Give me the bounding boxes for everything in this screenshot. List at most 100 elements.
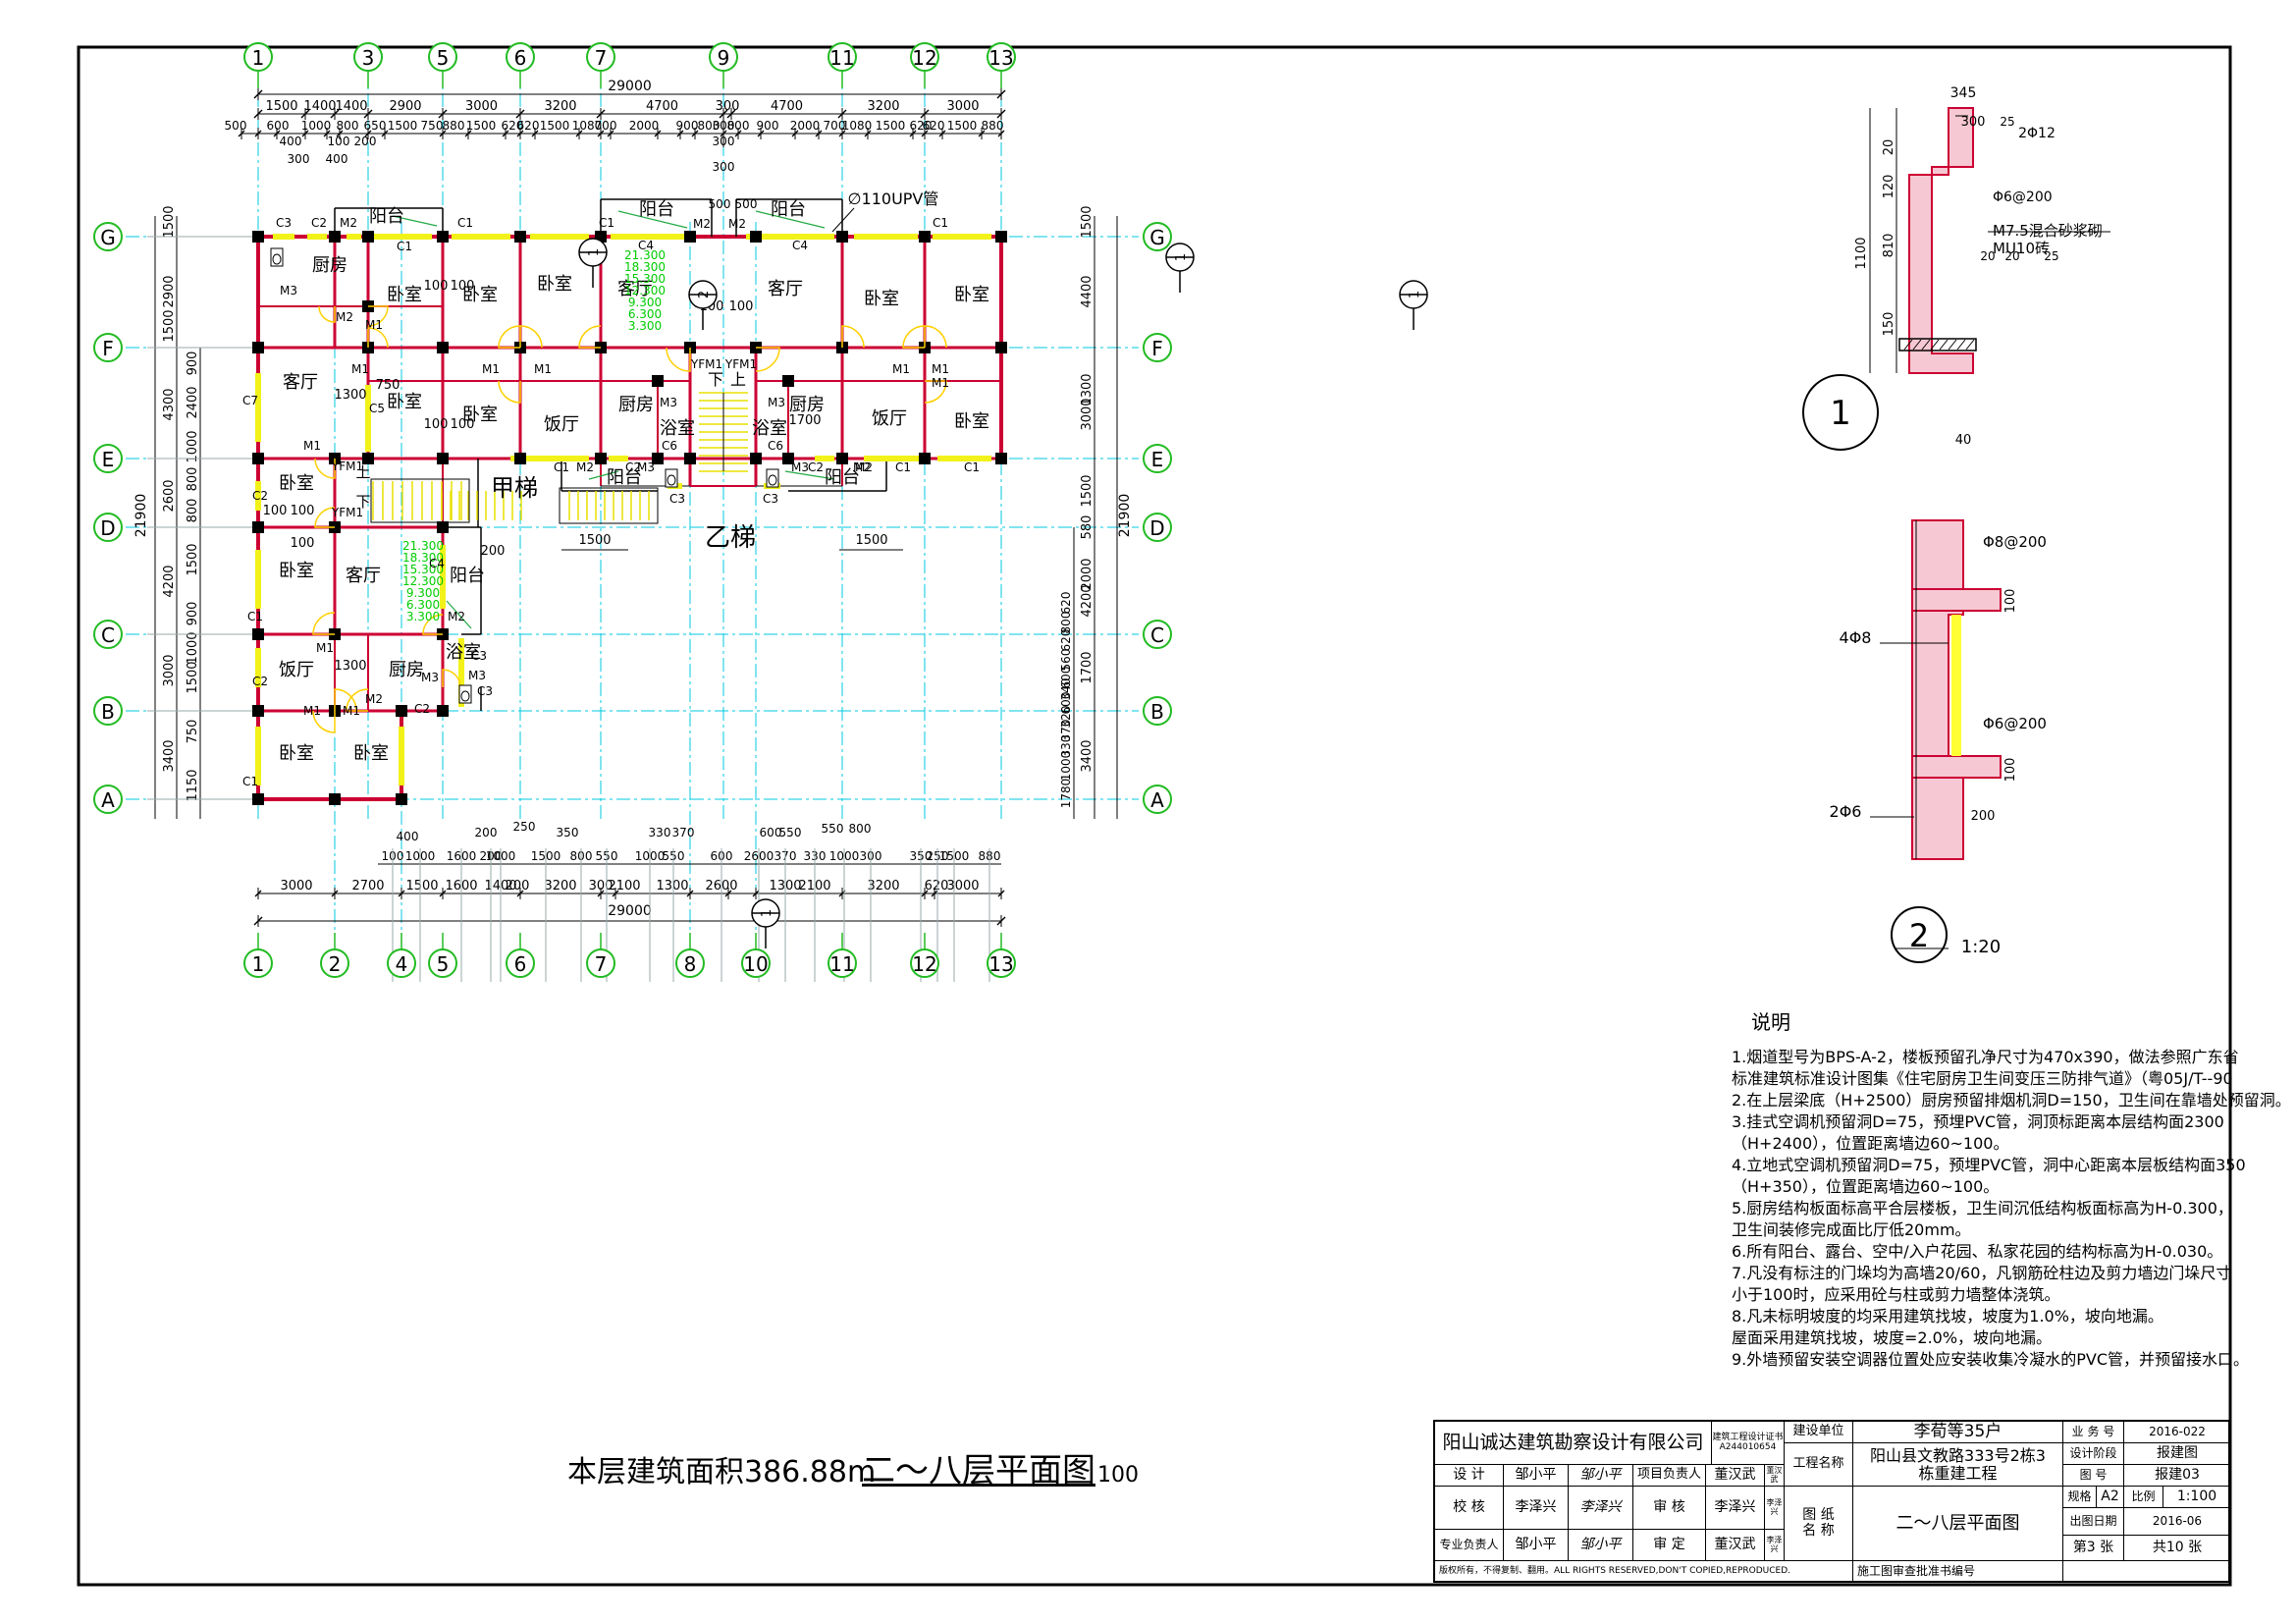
checker-name: 李泽兴 — [1504, 1487, 1569, 1530]
pipe-label: ∅110UPV管 — [848, 189, 939, 208]
approver-label: 审 定 — [1633, 1530, 1706, 1561]
dimension-text-top: 2000 — [629, 119, 660, 133]
toilet — [270, 247, 284, 267]
toilet-bowl — [460, 690, 470, 702]
dimension-slash — [502, 130, 509, 137]
dimension-text-left: 1500 — [186, 661, 200, 693]
detail-note: MU10砖 — [1993, 240, 2050, 257]
detail-dim: 20 — [1980, 249, 1995, 263]
opening-mark: YFM1 — [331, 506, 363, 519]
room-label: 阳台 — [771, 199, 806, 220]
dimension-text-bottom: 200 — [475, 826, 498, 839]
dimension-text-bottom: 1500 — [405, 879, 438, 893]
dimension-text-top: 650 — [364, 119, 387, 133]
dimension-slash — [752, 890, 760, 897]
interior-dimension: 100 — [424, 417, 449, 432]
info-label-number: 图 号 — [2063, 1465, 2124, 1487]
opening-mark: M2 — [336, 310, 353, 324]
note-line: 4.立地式空调机预留洞D=75，预埋PVC管，洞中心距离本层板结构面350 — [1732, 1156, 2246, 1174]
interior-dimension: 100 — [451, 417, 475, 432]
elevation-text: 21.300 — [624, 248, 666, 262]
elevation-text: 18.300 — [402, 551, 444, 565]
door-swing — [422, 614, 444, 635]
dimension-text-top: 750 — [421, 119, 444, 133]
opening-mark: C6 — [662, 439, 677, 453]
opening-mark: C3 — [471, 649, 487, 663]
axis-number-top: 6 — [514, 46, 527, 70]
project-name: 阳山县文教路333号2栋3栋重建工程 — [1853, 1443, 2063, 1487]
dimension-text-bottom: 2700 — [351, 879, 384, 893]
dimension-row-top: 300 — [716, 99, 740, 114]
dimension-slash — [996, 109, 1006, 119]
dimension-text-bottom: 330 — [649, 826, 671, 839]
structural-column — [836, 453, 848, 464]
dimension-slash — [791, 130, 799, 137]
door-swing — [442, 669, 461, 688]
project-label: 工程名称 — [1785, 1443, 1853, 1487]
dimension-slash — [439, 890, 447, 897]
dimension-slash — [931, 890, 938, 897]
dimension-text-right: 3000 — [1080, 398, 1095, 430]
notes-title: 说明 — [1751, 1010, 1790, 1034]
dimension-text-top: 2000 — [790, 119, 821, 133]
opening-mark: M1 — [316, 641, 334, 655]
area-unit: m — [846, 1455, 877, 1489]
axis-letter-left: A — [101, 788, 115, 812]
note-line: 标准建筑标准设计图集《住宅厨房卫生间变压三防排气道》（粤05J/T--90 — [1732, 1069, 2233, 1088]
detail-1-bubble — [1802, 374, 1879, 451]
dimension-text-top: 620 — [502, 119, 524, 133]
dimension-text-small: 300 — [288, 152, 310, 166]
axis-number-bottom: 1 — [252, 952, 265, 976]
room-label: 浴室 — [660, 418, 695, 439]
door-swing — [519, 325, 543, 349]
opening-mark: C3 — [276, 216, 292, 230]
hatch — [1939, 339, 1949, 351]
dimension-text-left: 1500 — [186, 543, 200, 575]
toilet — [458, 684, 472, 704]
dimension-text-top: 800 — [698, 119, 721, 133]
toilet — [766, 468, 779, 488]
opening-mark: C4 — [792, 239, 808, 252]
axis-letter-right: C — [1150, 623, 1164, 647]
dimension-text-right: 330 — [1059, 735, 1073, 758]
dimension-slash — [612, 890, 619, 897]
room-label: 卧室 — [387, 285, 422, 305]
opening-mark: M1 — [932, 362, 949, 376]
designer-label: 设 计 — [1435, 1465, 1504, 1487]
dimension-slash — [381, 130, 389, 137]
structural-column — [437, 521, 449, 533]
opening-mark: M2 — [365, 692, 383, 706]
opening-mark: M3 — [280, 284, 297, 298]
slab — [1898, 338, 1977, 352]
discipline-lead-signature: 邹小平 — [1569, 1530, 1633, 1561]
dimension-slash — [330, 109, 340, 119]
axis-letter-left: D — [100, 516, 115, 540]
dimension-slash — [515, 109, 525, 119]
sheet-total: 共10 张 — [2124, 1536, 2230, 1561]
opening-mark: C2 — [808, 460, 824, 474]
dimension-slash — [978, 130, 986, 137]
dimension-slash — [575, 130, 583, 137]
detail-dim: 20 — [1882, 139, 1896, 156]
room-label: 客厅 — [346, 566, 381, 586]
dimension-slash — [323, 130, 331, 137]
opening-mark: M2 — [576, 460, 594, 474]
dimension-slash — [238, 130, 245, 137]
structural-column — [252, 231, 264, 243]
opening-mark: M1 — [343, 704, 360, 718]
toilet-bowl — [667, 474, 676, 486]
opening-mark: C2 — [252, 675, 268, 688]
axis-bubble-right — [1143, 785, 1172, 814]
door-swing — [666, 347, 691, 372]
room-label: 饭厅 — [279, 660, 314, 680]
dimension-slash — [997, 130, 1005, 137]
structural-column — [652, 375, 664, 387]
opening-mark: M2 — [693, 217, 711, 231]
room-label: 卧室 — [864, 289, 899, 309]
info-value-date: 2016-06 — [2124, 1508, 2230, 1536]
checker-signature: 李泽兴 — [1569, 1487, 1633, 1530]
room-label: 客厅 — [617, 279, 653, 299]
axis-bubble-left — [93, 222, 123, 251]
hatch — [1930, 339, 1940, 351]
